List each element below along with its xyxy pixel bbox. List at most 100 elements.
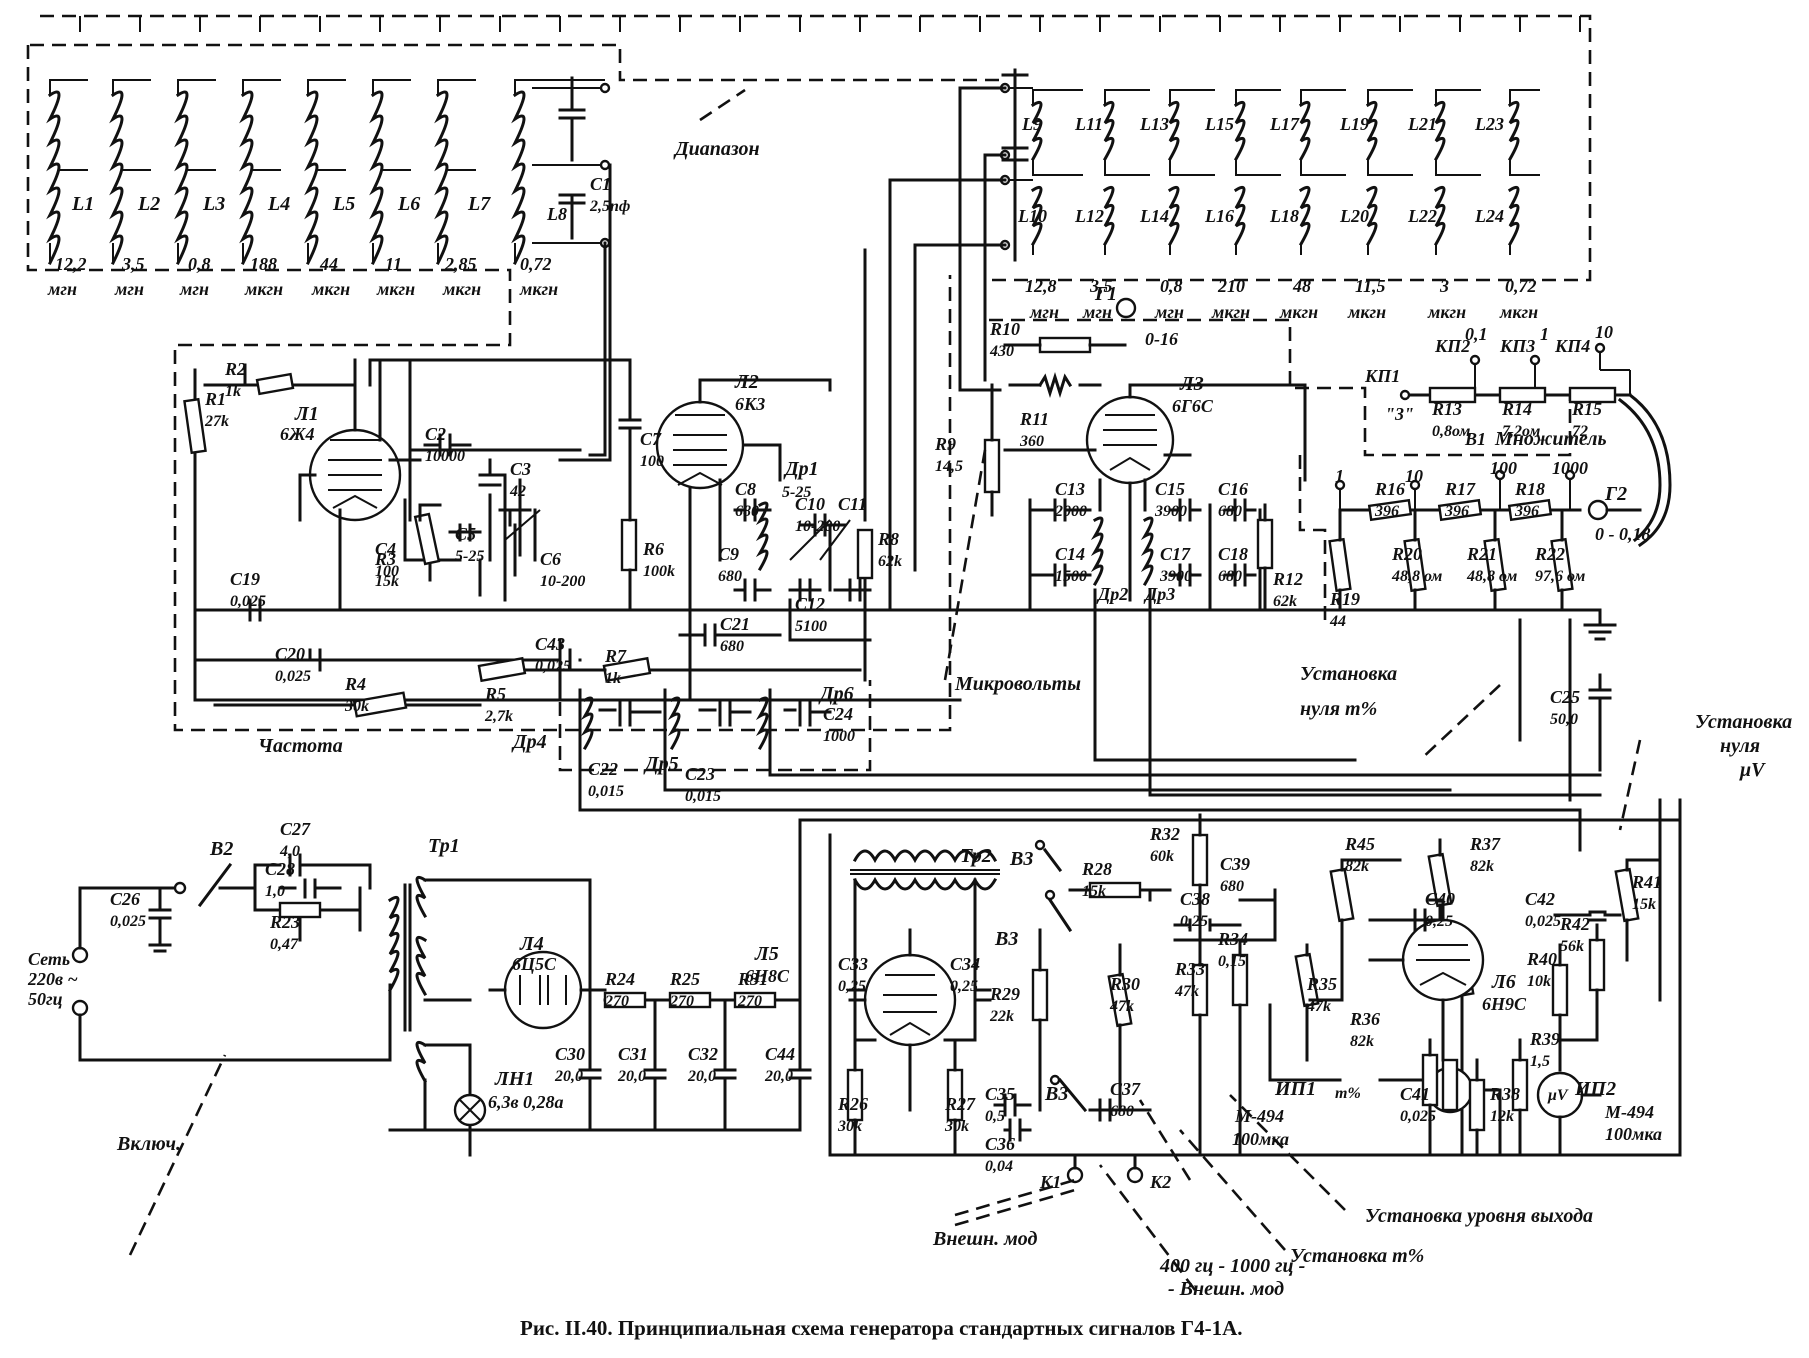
coil-L23-label: L23	[1474, 114, 1504, 134]
coil-L8-label: L8	[546, 204, 567, 224]
coil-L16-unit: мкгн	[1211, 302, 1250, 322]
component-c43-value: 0,025	[535, 658, 571, 675]
range-switch-linkage	[26, 14, 1592, 732]
component-c26-value: 0,025	[110, 913, 146, 930]
component-r22-ref: R22	[1534, 544, 1565, 564]
coil-L24-label: L24	[1474, 206, 1504, 226]
coil-L8-unit: мкгн	[519, 279, 558, 299]
component-r6-ref: R6	[642, 539, 664, 559]
tube-L5-type: 6Н8С	[745, 966, 790, 986]
component-c32-ref: C32	[688, 1044, 718, 1064]
coil-L5-value: 44	[319, 254, 338, 274]
component-c31-value: 20,0	[617, 1068, 646, 1085]
coil-L5-unit: мкгн	[311, 279, 350, 299]
component-c4-value: 100	[375, 563, 399, 580]
coil-L10-label: L10	[1017, 206, 1047, 226]
jack-G1-ref: Г1	[1094, 283, 1117, 305]
leader-lines	[128, 88, 1642, 1291]
multiplier-tick-1: 1	[1335, 466, 1344, 486]
microvolts-switch-label: Микровольты	[954, 673, 1081, 695]
component-c14-ref: C14	[1055, 544, 1085, 564]
component-c3-value: 42	[509, 483, 526, 500]
component-r33-ref: R33	[1174, 959, 1205, 979]
component-c9-ref: C9	[718, 544, 739, 564]
mains-line1: Сеть	[28, 949, 70, 969]
component-c17-ref: C17	[1160, 544, 1191, 564]
component-r32-ref: R32	[1149, 824, 1180, 844]
coil-L14-label: L14	[1139, 206, 1169, 226]
component-r20-value: 48,8 ом	[1391, 568, 1442, 585]
component-r8-ref: R8	[877, 529, 899, 549]
oscillator-stage	[183, 358, 962, 702]
meter-ip1-range: 100мка	[1232, 1129, 1289, 1149]
component-c18-ref: C18	[1218, 544, 1248, 564]
component-r5-value: 2,7k	[484, 708, 513, 725]
component-r34-value: 0,15	[1218, 953, 1246, 970]
coil-L7-label: L7	[467, 193, 491, 215]
component-r32-value: 60k	[1150, 848, 1174, 865]
component-r38-ref: R38	[1489, 1084, 1520, 1104]
component-c28-ref: C28	[265, 859, 295, 879]
coil-L4-value: 188	[250, 254, 277, 274]
coil-L18-label: L18	[1269, 206, 1299, 226]
component-c24-ref: C24	[823, 704, 853, 724]
button-value-0: 0,1	[1465, 324, 1488, 344]
coil-L2-value: 3,5	[121, 254, 145, 274]
component-c27-value: 4,0	[279, 843, 300, 860]
coil-L24-unit: мкгн	[1499, 302, 1538, 322]
tube-L1-type: 6Ж4	[280, 424, 315, 444]
coil-L18-value: 48	[1292, 276, 1311, 296]
component-r35-ref: R35	[1306, 974, 1337, 994]
attenuator	[1328, 342, 1672, 612]
coil-L12-value: 3,5	[1089, 276, 1113, 296]
coil-L22-label: L22	[1407, 206, 1437, 226]
component-r30-value: 47k	[1109, 998, 1134, 1015]
multiplier-label: Множитель	[1494, 428, 1607, 450]
button-kp3: КП3	[1499, 336, 1535, 356]
component-c28-value: 1,0	[265, 883, 285, 900]
tube-L6-ref: Л6	[1491, 971, 1516, 993]
meters-section	[1066, 618, 1662, 1184]
component-c41-value: 0,025	[1400, 1108, 1436, 1125]
jack-G2-label: 0 - 0,18	[1595, 524, 1651, 544]
coil-L2-label: L2	[137, 193, 160, 215]
button-kp4: КП4	[1554, 336, 1590, 356]
tube-L2-ref: Л2	[734, 371, 759, 393]
component-r10-ref: R10	[989, 319, 1020, 339]
component-c2-value: 10000	[425, 448, 465, 465]
component-r45-ref: R45	[1344, 834, 1375, 854]
component-r12-ref: R12	[1272, 569, 1303, 589]
component-r22-value: 97,6 ом	[1535, 568, 1585, 585]
component-c35-value: 0,5	[985, 1108, 1005, 1125]
component-c39-value: 680	[1220, 878, 1244, 895]
component-r4-value: 30k	[344, 698, 369, 715]
component-c13-ref: C13	[1055, 479, 1085, 499]
coil-L11-label: L11	[1074, 114, 1103, 134]
component-r7-value: 1k	[605, 670, 621, 687]
component-c9-value: 680	[718, 568, 742, 585]
component-r17-ref: R17	[1444, 479, 1476, 499]
component-r39-value: 1,5	[1530, 1053, 1550, 1070]
tube-L3-type: 6Г6С	[1172, 396, 1214, 416]
component-c24-value: 1000	[823, 728, 855, 745]
coil-L17-label: L17	[1269, 114, 1300, 134]
tube-L4-ref: Л4	[519, 933, 544, 955]
transformer-tr1: Тр1	[428, 835, 460, 857]
coil-L3-unit: мгн	[179, 279, 209, 299]
coil-L6-unit: мкгн	[376, 279, 415, 299]
component-labels: R127kR21kR315kR430kR52,7kR6100kR71kR862k…	[110, 174, 1662, 1175]
component-r40-ref: R40	[1526, 949, 1557, 969]
component-c25-ref: C25	[1550, 687, 1580, 707]
coil-L3-label: L3	[202, 193, 225, 215]
zero-uv-line1: Установка	[1695, 711, 1792, 733]
component-r36-ref: R36	[1349, 1009, 1380, 1029]
component-c32-value: 20,0	[687, 1068, 716, 1085]
component-r27-ref: R27	[944, 1094, 976, 1114]
tube-L6-type: 6Н9С	[1482, 994, 1527, 1014]
coil-L16-label: L16	[1204, 206, 1234, 226]
button-kp1-mark: "3"	[1385, 404, 1414, 424]
coil-L4-label: L4	[267, 193, 290, 215]
component-r38-value: 12k	[1490, 1108, 1514, 1125]
component-r27-value: 30k	[944, 1118, 969, 1135]
component-r24-ref: R24	[604, 969, 635, 989]
